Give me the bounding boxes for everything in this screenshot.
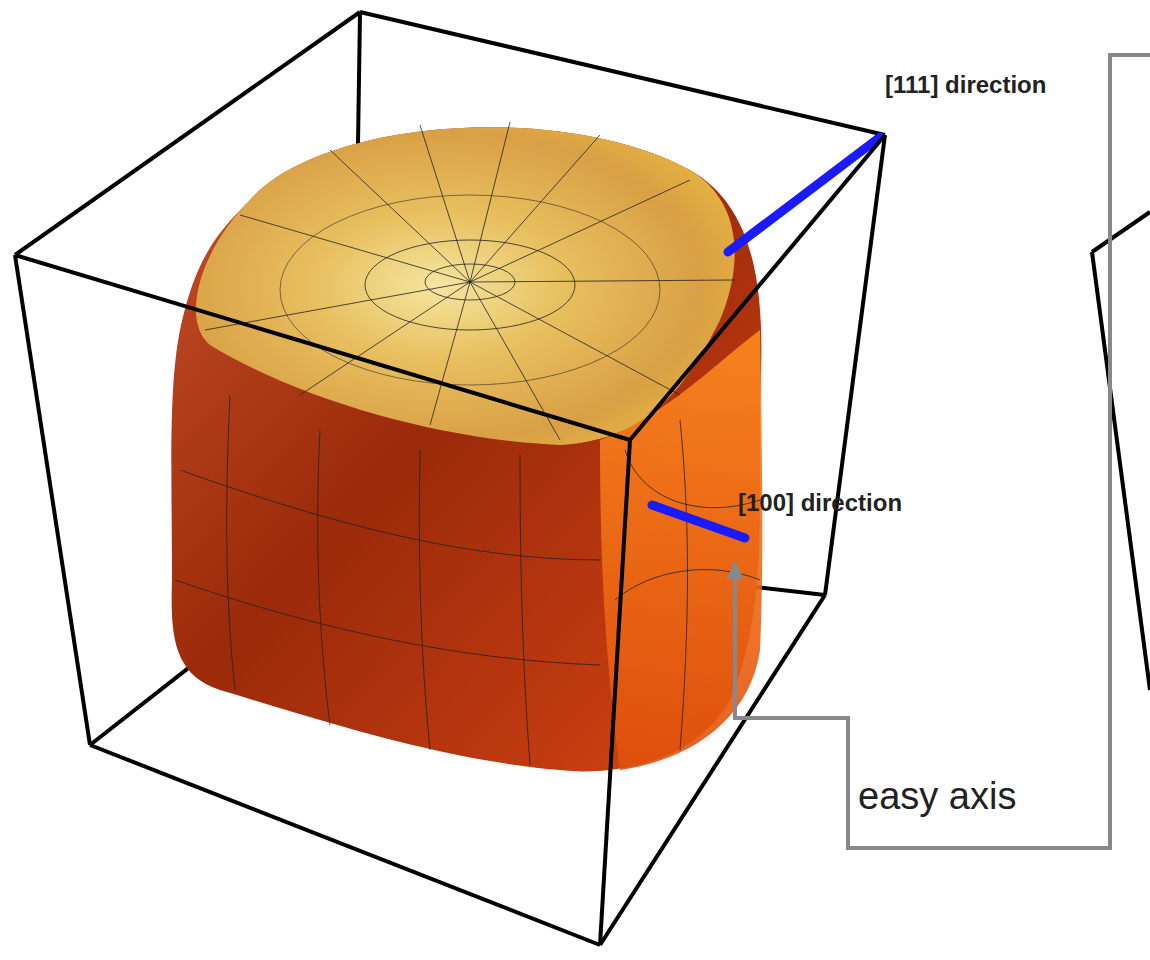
cube-back-edges [15, 12, 885, 945]
cube-front-edges [15, 135, 885, 945]
direction-label: [100] direction [738, 490, 902, 516]
callout-bracket [726, 55, 1150, 848]
second-cube [1092, 212, 1150, 690]
anisotropy-surface [171, 122, 762, 771]
callout-label: easy axis [858, 776, 1016, 818]
direction-label: [111] direction [885, 72, 1046, 98]
direction-rods [652, 137, 880, 538]
